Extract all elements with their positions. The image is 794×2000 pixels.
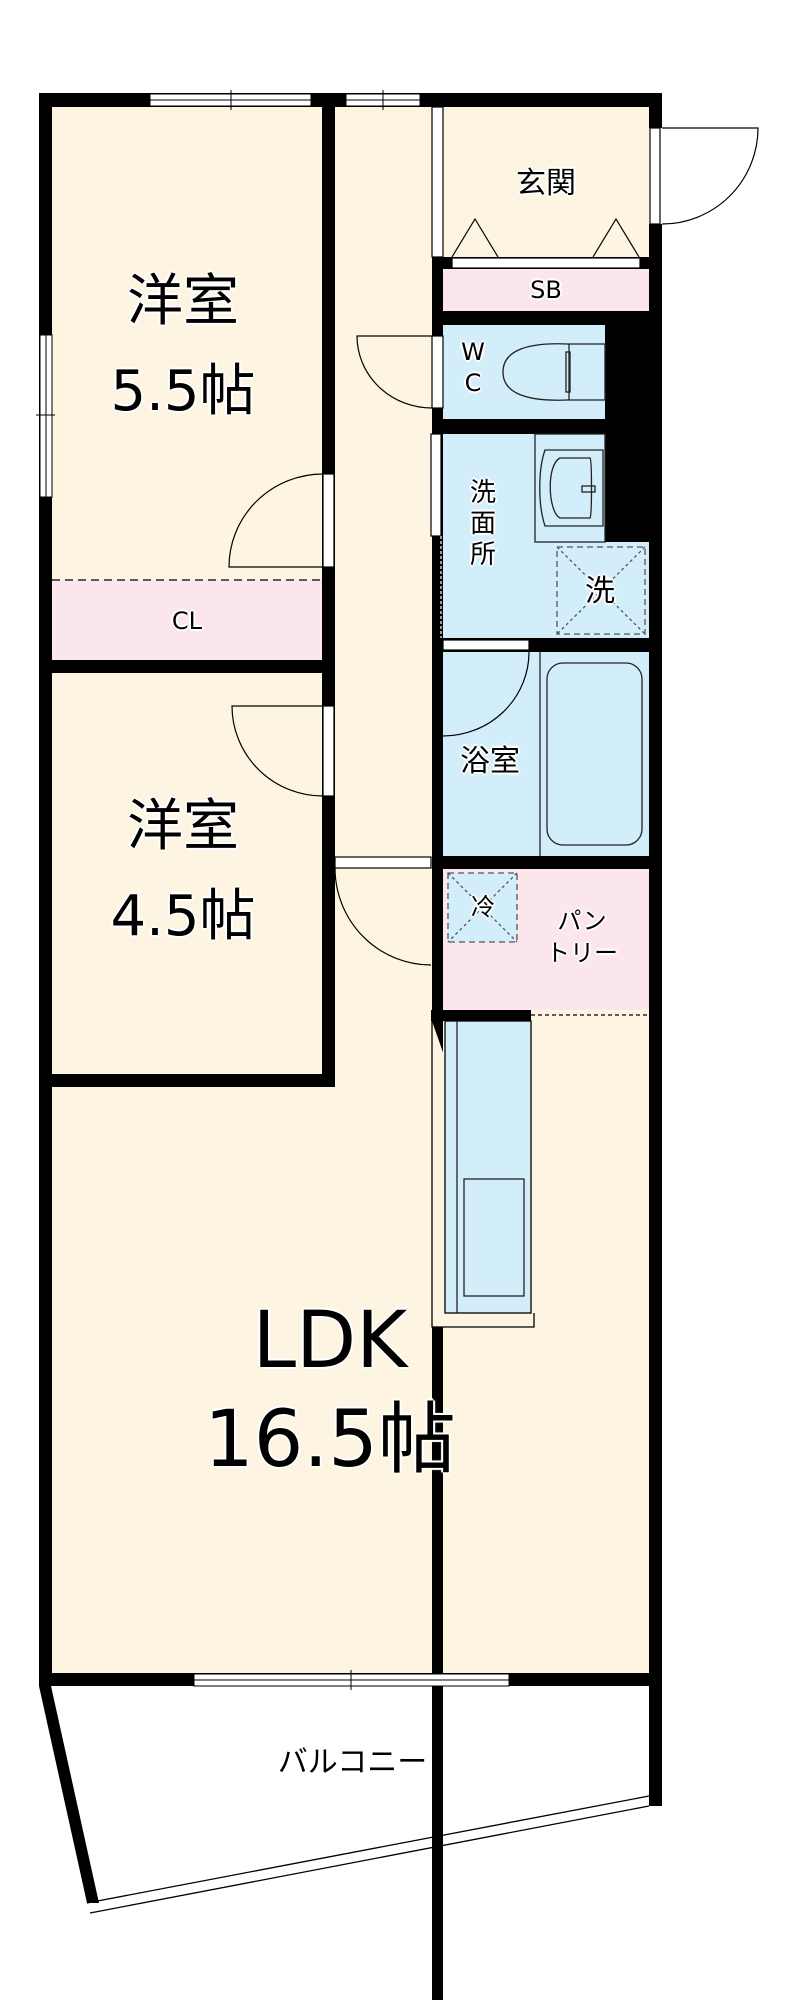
ldk-name: LDK bbox=[252, 1296, 408, 1386]
shoe-box-label: SB bbox=[530, 276, 562, 304]
western-room-1-size: 5.5帖 bbox=[110, 359, 256, 424]
washroom-label-2: 面 bbox=[469, 509, 496, 539]
toilet-label-w: W bbox=[461, 338, 485, 366]
washroom-label-1: 洗 bbox=[469, 478, 496, 508]
washer-space-label: 洗 bbox=[585, 574, 615, 609]
western-room-2-size: 4.5帖 bbox=[110, 884, 256, 949]
fixtures bbox=[86, 343, 650, 1914]
pantry-label-1: パン bbox=[557, 907, 607, 935]
toilet-label-c: C bbox=[464, 369, 482, 397]
entrance-label: 玄関 bbox=[516, 166, 576, 201]
balcony-label: バルコニー bbox=[277, 1745, 428, 1780]
closet-label: CL bbox=[171, 607, 203, 635]
western-room-1-name: 洋室 bbox=[127, 269, 239, 334]
bathroom-label: 浴室 bbox=[460, 744, 520, 779]
ldk-size: 16.5帖 bbox=[204, 1395, 456, 1485]
washroom-label-3: 所 bbox=[469, 540, 496, 570]
western-room-2-name: 洋室 bbox=[127, 794, 239, 859]
pantry-label-2: トリー bbox=[546, 939, 618, 967]
doors bbox=[52, 106, 759, 1016]
fridge-space-label: 冷 bbox=[471, 893, 495, 921]
windows bbox=[36, 90, 510, 1690]
